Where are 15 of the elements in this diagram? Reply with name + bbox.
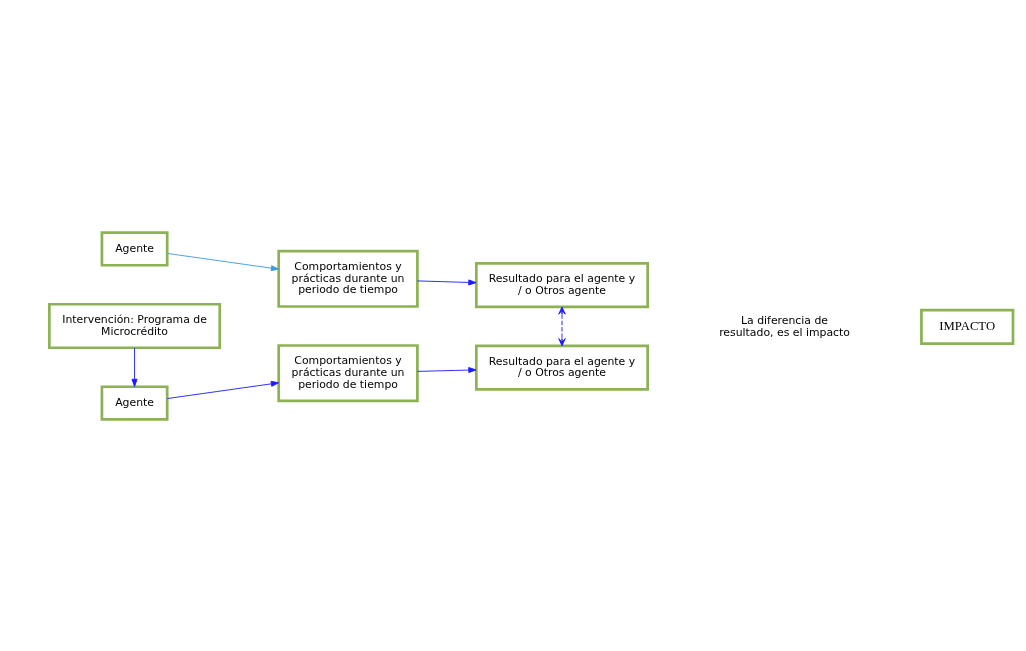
arrow — [558, 306, 566, 346]
arrow — [131, 347, 138, 387]
node-box: Comportamientos y prácticas durante un periodo de tiempo — [277, 249, 419, 308]
node-box: Agente — [100, 230, 169, 267]
node-box: IMPACTO — [920, 308, 1015, 345]
arrow — [166, 252, 279, 271]
label: La diferencia de resultado, es el impacto — [719, 313, 850, 339]
node-box: Resultado para el agente y / o Otros agente — [474, 344, 649, 391]
arrow — [417, 278, 477, 285]
node-box: Intervención: Programa de Microcrédito — [48, 302, 222, 349]
arrow — [166, 380, 279, 399]
node-box: Comportamientos y prácticas durante un periodo de tiempo — [277, 343, 419, 402]
arrow — [417, 366, 477, 373]
node-box: Agente — [100, 384, 169, 421]
node-box: Resultado para el agente y / o Otros agente — [474, 261, 649, 308]
